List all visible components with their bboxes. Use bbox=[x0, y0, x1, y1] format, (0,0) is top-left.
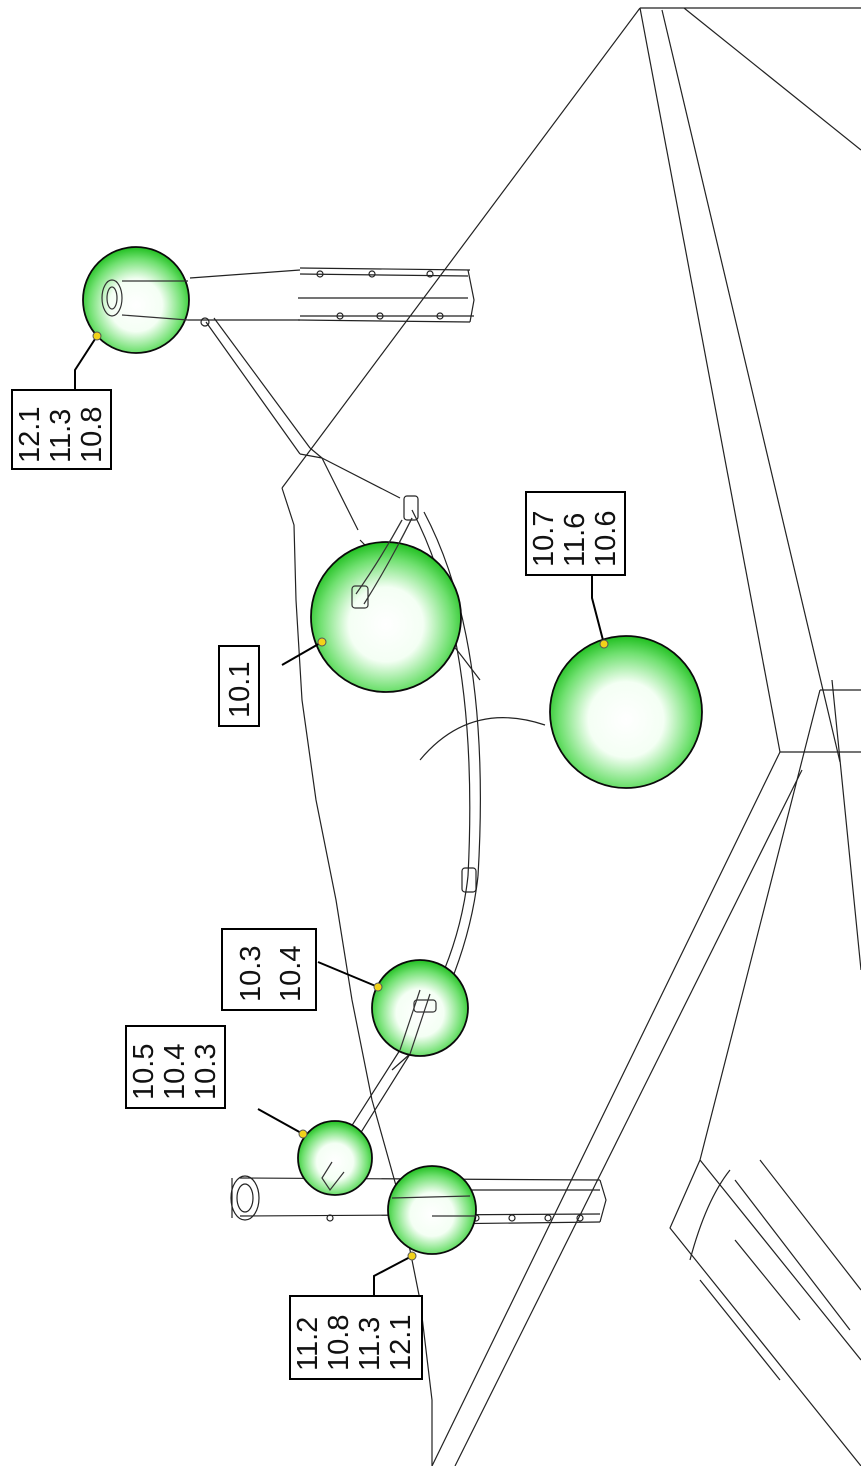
highlight-circle-d[interactable] bbox=[371, 959, 469, 1057]
callout-c-line-1: 10.1 bbox=[224, 662, 256, 718]
callout-label-d[interactable]: 10.3 10.4 bbox=[221, 928, 317, 1011]
callout-label-e[interactable]: 10.5 10.4 10.3 bbox=[125, 1025, 226, 1109]
callout-label-a[interactable]: 12.1 11.3 10.8 bbox=[11, 389, 112, 470]
callout-f-line-1: 11.2 bbox=[292, 1317, 324, 1371]
upper-strut bbox=[200, 317, 400, 530]
highlight-circles bbox=[82, 246, 703, 1255]
anchor-dot-e bbox=[298, 1129, 308, 1139]
overlay-parts bbox=[101, 279, 476, 1217]
line-drawing bbox=[102, 8, 861, 1466]
callout-e-line-1: 10.5 bbox=[128, 1044, 160, 1100]
anchor-dot-d bbox=[373, 982, 383, 992]
callout-e-line-2: 10.4 bbox=[159, 1044, 191, 1100]
callout-d-line-2: 10.4 bbox=[275, 946, 307, 1002]
highlight-circle-c[interactable] bbox=[310, 541, 462, 693]
anchor-dot-b bbox=[599, 639, 609, 649]
callout-f-line-3: 11.3 bbox=[354, 1317, 386, 1371]
highlight-circle-e[interactable] bbox=[297, 1120, 373, 1196]
callout-b-line-2: 11.6 bbox=[559, 513, 591, 567]
callout-a-line-3: 10.8 bbox=[76, 407, 108, 463]
callout-label-f[interactable]: 11.2 10.8 11.3 12.1 bbox=[289, 1295, 423, 1380]
callout-labels: 12.1 11.3 10.8 10.7 11.6 10.6 10.1 10.3 … bbox=[11, 389, 626, 1380]
highlight-circle-a[interactable] bbox=[82, 246, 190, 354]
callout-b-line-1: 10.7 bbox=[528, 511, 560, 567]
callout-label-b[interactable]: 10.7 11.6 10.6 bbox=[525, 491, 626, 576]
callout-a-line-2: 11.3 bbox=[45, 409, 77, 463]
bed-frame bbox=[670, 680, 861, 1466]
callout-f-line-4: 12.1 bbox=[385, 1315, 417, 1371]
callout-b-line-3: 10.6 bbox=[590, 511, 622, 567]
highlight-circle-b[interactable] bbox=[549, 635, 703, 789]
callout-d-line-1: 10.3 bbox=[235, 946, 267, 1002]
callout-label-c[interactable]: 10.1 bbox=[218, 645, 260, 727]
highlight-circle-f[interactable] bbox=[387, 1165, 477, 1255]
anchor-dots bbox=[92, 331, 609, 1261]
leader-lines bbox=[74, 335, 605, 1296]
upper-rail bbox=[188, 268, 474, 322]
anchor-dot-c bbox=[317, 637, 327, 647]
callout-e-line-3: 10.3 bbox=[190, 1044, 222, 1100]
anchor-dot-a bbox=[92, 331, 102, 341]
callout-a-line-1: 12.1 bbox=[14, 407, 46, 463]
anchor-dot-f bbox=[407, 1251, 417, 1261]
callout-f-line-2: 10.8 bbox=[323, 1315, 355, 1371]
